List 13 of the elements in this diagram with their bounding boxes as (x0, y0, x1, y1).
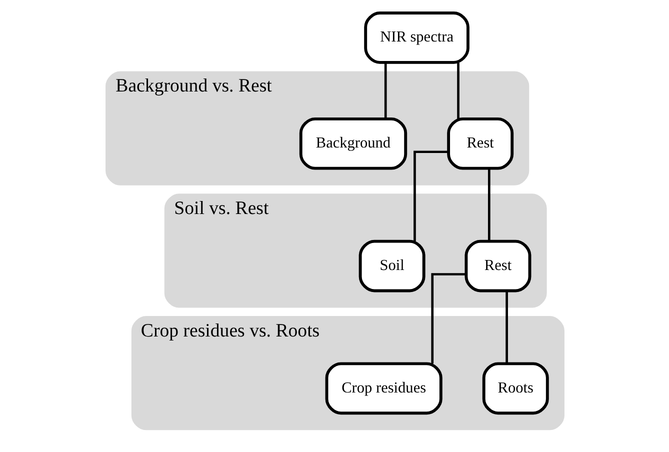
node-box: Background (298, 117, 407, 170)
node-box: NIR spectra (364, 12, 469, 64)
connector (487, 168, 490, 242)
node-box: Rest (464, 240, 531, 292)
connector (430, 273, 466, 364)
connector (505, 290, 508, 364)
node-box: Roots (482, 362, 548, 415)
connector (413, 150, 448, 242)
node-box: Soil (358, 240, 425, 292)
node-box: Rest (446, 117, 514, 170)
connector (384, 62, 386, 119)
node-box: Crop residues (324, 362, 442, 415)
connector (456, 62, 459, 119)
